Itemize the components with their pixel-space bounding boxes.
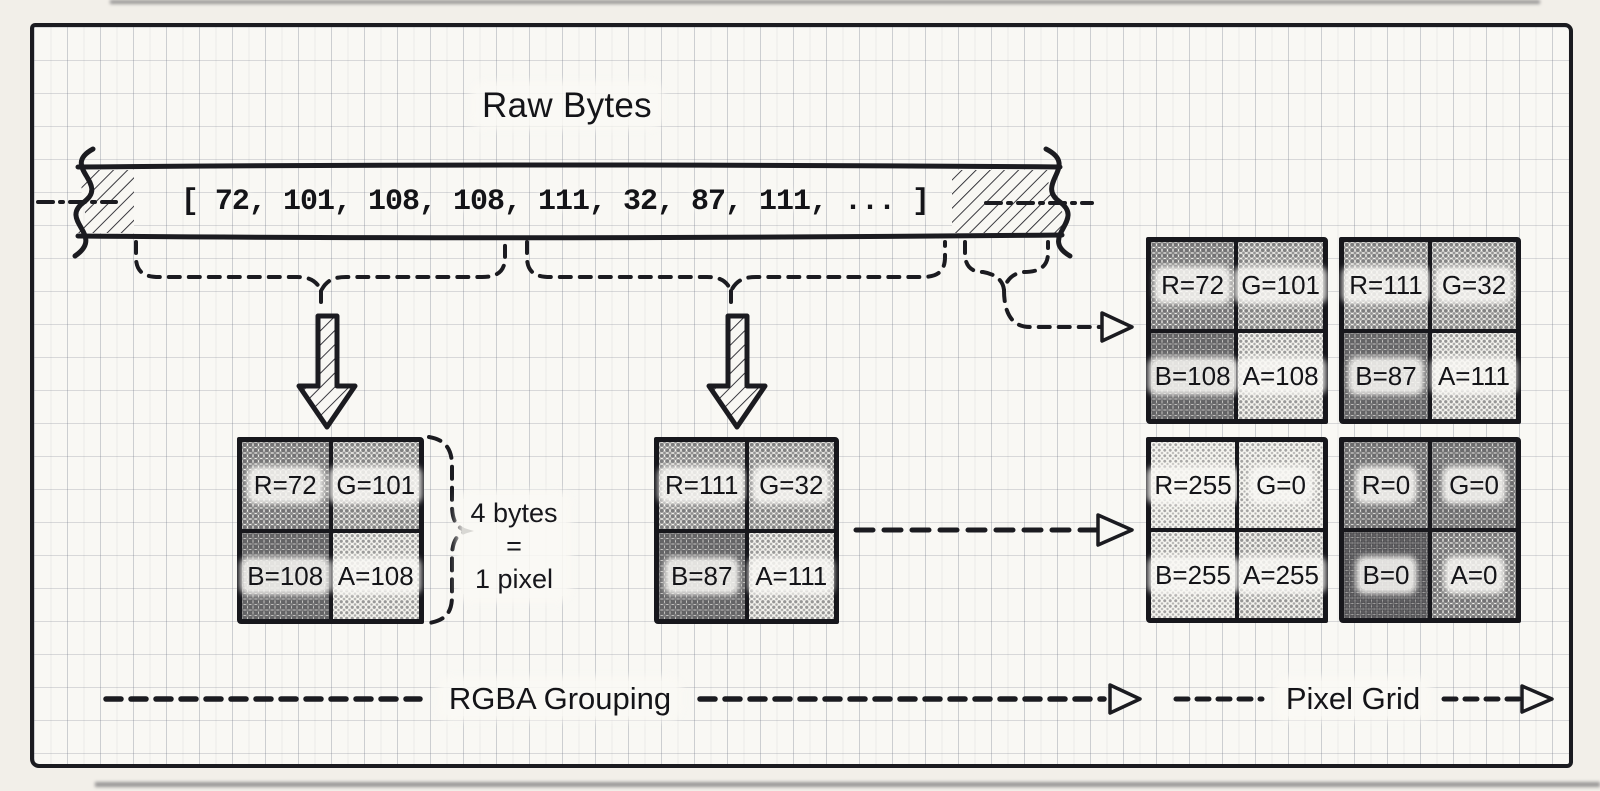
pixel-cell: R=0 xyxy=(1342,440,1430,530)
pixel-cell: B=255 xyxy=(1149,530,1237,620)
pixel-cell: G=101 xyxy=(1236,240,1325,331)
note-line-3: 1 pixel xyxy=(474,564,554,594)
cell-label: G=32 xyxy=(1438,270,1510,301)
pixel-cell: G=0 xyxy=(1237,440,1325,530)
pixel-grid-label: Pixel Grid xyxy=(1260,681,1446,717)
pixel-block-2: R=111 G=32 B=87 A=111 xyxy=(654,437,839,624)
pixel-grid-block-2: R=111 G=32 B=87 A=111 xyxy=(1339,237,1521,424)
cell-label: A=108 xyxy=(334,560,417,591)
bytes-per-pixel-note: 4 bytes = 1 pixel xyxy=(462,495,566,598)
pixel-cell: G=32 xyxy=(1430,240,1518,331)
note-line-1: 4 bytes xyxy=(470,498,558,528)
pixel-cell: A=111 xyxy=(1430,330,1518,421)
cell-label: B=108 xyxy=(1151,360,1234,391)
pixel-cell: R=72 xyxy=(240,440,331,531)
cell-label: G=32 xyxy=(756,470,827,501)
cell-label: R=0 xyxy=(1358,470,1414,500)
cell-label: B=0 xyxy=(1359,560,1413,590)
scan-smudge-top xyxy=(110,0,1540,4)
pixel-cell: B=0 xyxy=(1342,530,1430,620)
pixel-cell: R=255 xyxy=(1149,440,1237,530)
cell-label: R=111 xyxy=(662,470,742,501)
scan-smudge-bottom xyxy=(95,782,1600,787)
pixel-cell: B=108 xyxy=(1149,330,1237,421)
pixel-cell: A=0 xyxy=(1430,530,1518,620)
pixel-cell: B=87 xyxy=(657,530,747,621)
cell-label: B=87 xyxy=(668,560,736,591)
pixel-grid-block-4: R=0 G=0 B=0 A=0 xyxy=(1339,437,1521,623)
cell-label: G=0 xyxy=(1446,470,1502,500)
pixel-cell: R=72 xyxy=(1149,240,1237,331)
pixel-cell: A=255 xyxy=(1237,530,1325,620)
cell-label: A=108 xyxy=(1239,360,1322,391)
cell-label: R=72 xyxy=(250,470,320,501)
cell-label: B=255 xyxy=(1152,560,1234,590)
cell-label: G=101 xyxy=(333,470,419,501)
page-title: Raw Bytes xyxy=(407,86,727,126)
pixel-cell: A=108 xyxy=(1236,330,1325,421)
pixel-grid-block-1: R=72 G=101 B=108 A=108 xyxy=(1146,237,1328,424)
pixel-cell: B=108 xyxy=(240,530,331,621)
pixel-cell: A=111 xyxy=(746,530,836,621)
page-title-text: Raw Bytes xyxy=(476,86,658,125)
cell-label: B=108 xyxy=(244,560,327,591)
rgba-grouping-label: RGBA Grouping xyxy=(425,681,695,717)
cell-label: R=72 xyxy=(1158,270,1228,301)
cell-label: G=0 xyxy=(1253,470,1309,500)
cell-label: A=0 xyxy=(1447,560,1501,590)
cell-label: A=111 xyxy=(1434,360,1514,391)
cell-label: A=255 xyxy=(1240,560,1322,590)
cell-label: G=101 xyxy=(1238,270,1323,301)
pixel-cell: G=0 xyxy=(1430,440,1518,530)
pixel-cell: R=111 xyxy=(657,440,747,531)
pixel-grid-block-3: R=255 G=0 B=255 A=255 xyxy=(1146,437,1328,623)
cell-label: R=255 xyxy=(1151,470,1235,500)
pixel-cell: G=101 xyxy=(330,440,421,531)
pixel-cell: G=32 xyxy=(746,440,836,531)
cell-label: A=111 xyxy=(752,560,831,591)
pixel-cell: B=87 xyxy=(1342,330,1430,421)
pixel-cell: A=108 xyxy=(330,530,421,621)
cell-label: B=87 xyxy=(1352,360,1420,391)
note-line-2: = xyxy=(506,531,522,561)
pixel-block-1: R=72 G=101 B=108 A=108 xyxy=(237,437,424,624)
byte-array-text: [ 72, 101, 108, 108, 111, 32, 87, 111, .… xyxy=(180,185,930,219)
pixel-cell: R=111 xyxy=(1342,240,1430,331)
cell-label: R=111 xyxy=(1346,270,1426,301)
